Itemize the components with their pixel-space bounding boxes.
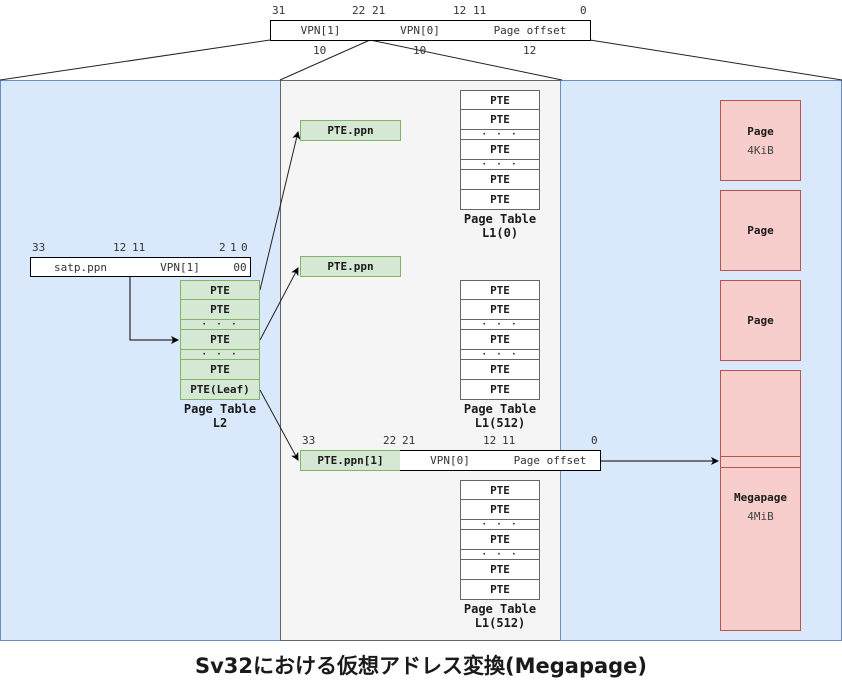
va-bit-11: 11	[473, 4, 487, 17]
page-block-3: Page	[720, 280, 801, 361]
va-width-vpn1: 10	[313, 44, 327, 57]
page-title: Page	[747, 124, 774, 138]
satp-bit-0: 0	[241, 241, 248, 254]
pa-bit-21: 21	[402, 434, 416, 447]
megapage-size: 4MiB	[747, 510, 774, 523]
va-field-vpn0: VPN[0]	[370, 20, 471, 41]
l2-row-ellipsis: · · ·	[180, 350, 260, 360]
pa-field-page-offset: Page offset	[500, 450, 601, 471]
va-bit-31: 31	[272, 4, 286, 17]
l1-row: PTE	[460, 300, 540, 320]
l1-row-ellipsis: · · ·	[460, 160, 540, 170]
satp-bit-33: 33	[32, 241, 46, 254]
l2-row: PTE	[180, 360, 260, 380]
l1-row: PTE	[460, 90, 540, 110]
l1-row: PTE	[460, 360, 540, 380]
l1-row: PTE	[460, 580, 540, 600]
l1-label-line1: Page Table	[463, 402, 537, 416]
page-size: 4KiB	[747, 143, 774, 157]
l1-row-ellipsis: · · ·	[460, 320, 540, 330]
va-width-offset: 12	[523, 44, 537, 57]
megapage-offset-marker	[721, 456, 800, 468]
megapage-title: Megapage	[734, 491, 787, 504]
pa-field-vpn0: VPN[0]	[400, 450, 501, 471]
l1-label-line1: Page Table	[463, 212, 537, 226]
satp-bit-1: 1	[230, 241, 237, 254]
l1-row-ellipsis: · · ·	[460, 520, 540, 530]
page-title: Page	[747, 314, 774, 327]
satp-field-ppn: satp.ppn	[30, 257, 131, 277]
l1-row: PTE	[460, 500, 540, 520]
satp-field-zero: 00	[230, 257, 251, 277]
l1-row: PTE	[460, 560, 540, 580]
satp-bit-2: 2	[219, 241, 226, 254]
l1-label-line2: L1(0)	[481, 226, 519, 240]
pa-bit-0: 0	[591, 434, 598, 447]
l1-row: PTE	[460, 530, 540, 550]
l1-row: PTE	[460, 110, 540, 130]
page-block-2: Page	[720, 190, 801, 271]
l2-label-line2: L2	[212, 416, 228, 430]
l1-row-ellipsis: · · ·	[460, 130, 540, 140]
l2-row-ellipsis: · · ·	[180, 320, 260, 330]
pa-bit-33: 33	[302, 434, 316, 447]
satp-bit-12: 12	[113, 241, 127, 254]
l1-row: PTE	[460, 330, 540, 350]
page-block-1: Page 4KiB	[720, 100, 801, 181]
pa-field-ppn1: PTE.ppn[1]	[300, 450, 401, 471]
va-bit-21: 21	[372, 4, 386, 17]
va-bit-22: 22	[352, 4, 366, 17]
l2-row-leaf: PTE(Leaf)	[180, 380, 260, 400]
l1-label-line1: Page Table	[463, 602, 537, 616]
l2-label-line1: Page Table	[183, 402, 257, 416]
page-table-l1-512-a: PTE PTE · · · PTE · · · PTE PTE Page Tab…	[460, 280, 540, 430]
expand-line-right	[589, 39, 842, 81]
l1-label-line2: L1(512)	[474, 416, 526, 430]
pa-bit-11: 11	[502, 434, 516, 447]
l1-label-line2: L1(512)	[474, 616, 526, 630]
l1-row-ellipsis: · · ·	[460, 550, 540, 560]
diagram-caption: Sv32における仮想アドレス変換(Megapage)	[194, 654, 648, 678]
va-field-vpn1: VPN[1]	[270, 20, 371, 41]
l2-row: PTE	[180, 280, 260, 300]
pa-bit-12: 12	[483, 434, 497, 447]
va-bit-12: 12	[453, 4, 467, 17]
l2-row: PTE	[180, 330, 260, 350]
satp-bit-11: 11	[132, 241, 146, 254]
page-table-l2: PTE PTE · · · PTE · · · PTE PTE(Leaf) Pa…	[180, 280, 260, 430]
l2-row: PTE	[180, 300, 260, 320]
l1-row: PTE	[460, 380, 540, 400]
pte-ppn-box-2: PTE.ppn	[300, 256, 401, 277]
va-bit-0: 0	[580, 4, 587, 17]
l1-row: PTE	[460, 140, 540, 160]
page-table-l1-512-b: PTE PTE · · · PTE · · · PTE PTE Page Tab…	[460, 480, 540, 630]
satp-field-vpn1: VPN[1]	[130, 257, 231, 277]
l1-row: PTE	[460, 190, 540, 210]
l1-row-ellipsis: · · ·	[460, 350, 540, 360]
page-table-l1-0: PTE PTE · · · PTE · · · PTE PTE Page Tab…	[460, 90, 540, 240]
l1-row: PTE	[460, 480, 540, 500]
page-title: Page	[747, 224, 774, 237]
pte-ppn-box-1: PTE.ppn	[300, 120, 401, 141]
va-width-vpn0: 10	[413, 44, 427, 57]
l1-row: PTE	[460, 170, 540, 190]
expand-line-left	[0, 39, 271, 81]
l1-row: PTE	[460, 280, 540, 300]
va-field-page-offset: Page offset	[470, 20, 591, 41]
pa-bit-22: 22	[383, 434, 397, 447]
megapage-block: Megapage 4MiB	[720, 370, 801, 631]
